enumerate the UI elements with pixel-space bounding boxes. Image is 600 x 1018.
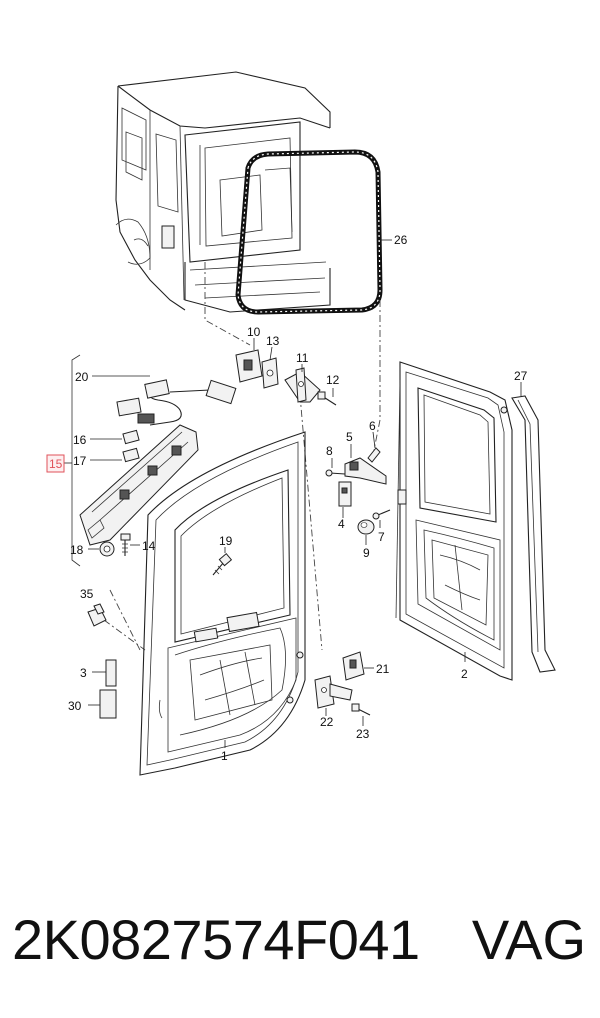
buffer-35 (87, 603, 107, 627)
callout-1: 1 (221, 749, 228, 763)
callout-6: 6 (369, 419, 376, 433)
callout-2: 2 (461, 667, 468, 681)
callout-9: 9 (363, 546, 370, 560)
callout-3: 3 (80, 666, 87, 680)
exploded-parts-diagram: 26 15 20 16 17 (46, 71, 556, 776)
van-body (115, 71, 331, 313)
cap-9 (357, 519, 375, 535)
wiring-harness-20 (116, 379, 237, 426)
screw-14 (120, 533, 131, 556)
callout-7: 7 (378, 530, 385, 544)
part-30 (99, 689, 117, 719)
gasket-13 (261, 357, 279, 389)
callout-4: 4 (338, 517, 345, 531)
screw-19 (212, 553, 233, 576)
callout-35: 35 (80, 587, 94, 601)
screw-7 (372, 509, 391, 520)
assembly-guide-lines (103, 262, 381, 651)
screw-8 (325, 469, 346, 477)
part-number: 2K0827574F041 (12, 908, 420, 971)
group-bracket-15 (71, 354, 81, 567)
callout-12: 12 (326, 373, 340, 387)
callout-15: 15 (49, 457, 63, 471)
callout-23: 23 (356, 727, 370, 741)
callout-26: 26 (394, 233, 408, 247)
bulb-holders-16-17 (122, 429, 140, 463)
callout-14: 14 (142, 539, 156, 553)
callout-18: 18 (70, 543, 84, 557)
callout-30: 30 (68, 699, 82, 713)
door-seal-26 (235, 149, 383, 315)
part-3 (105, 659, 117, 687)
callout-11: 11 (296, 351, 309, 365)
hinge-11 (284, 367, 321, 403)
callout-10: 10 (247, 325, 261, 339)
bolt-23 (351, 703, 371, 716)
callout-17: 17 (73, 454, 87, 468)
callout-15-highlight-box (46, 454, 65, 473)
hinge-22 (314, 675, 353, 709)
callout-19: 19 (219, 534, 233, 548)
brake-light-housing (79, 424, 199, 546)
cover-21 (342, 651, 365, 681)
striker-4 (338, 481, 352, 507)
callout-8: 8 (326, 444, 333, 458)
bolt-12 (317, 391, 337, 406)
callout-22: 22 (320, 715, 334, 729)
hinge-10 (235, 349, 263, 383)
callout-20: 20 (75, 370, 89, 384)
callout-21: 21 (376, 662, 390, 676)
left-door-1 (139, 431, 306, 776)
callout-16: 16 (73, 433, 87, 447)
seal-strip-27 (511, 395, 556, 673)
lock-5 (344, 457, 387, 485)
callout-5: 5 (346, 430, 353, 444)
right-door-2 (395, 361, 513, 681)
callout-13: 13 (266, 334, 280, 348)
callout-27: 27 (514, 369, 528, 383)
brand-label: VAG (471, 908, 586, 971)
footer: 2K0827574F041 VAG (0, 895, 600, 985)
lever-6 (367, 447, 381, 463)
